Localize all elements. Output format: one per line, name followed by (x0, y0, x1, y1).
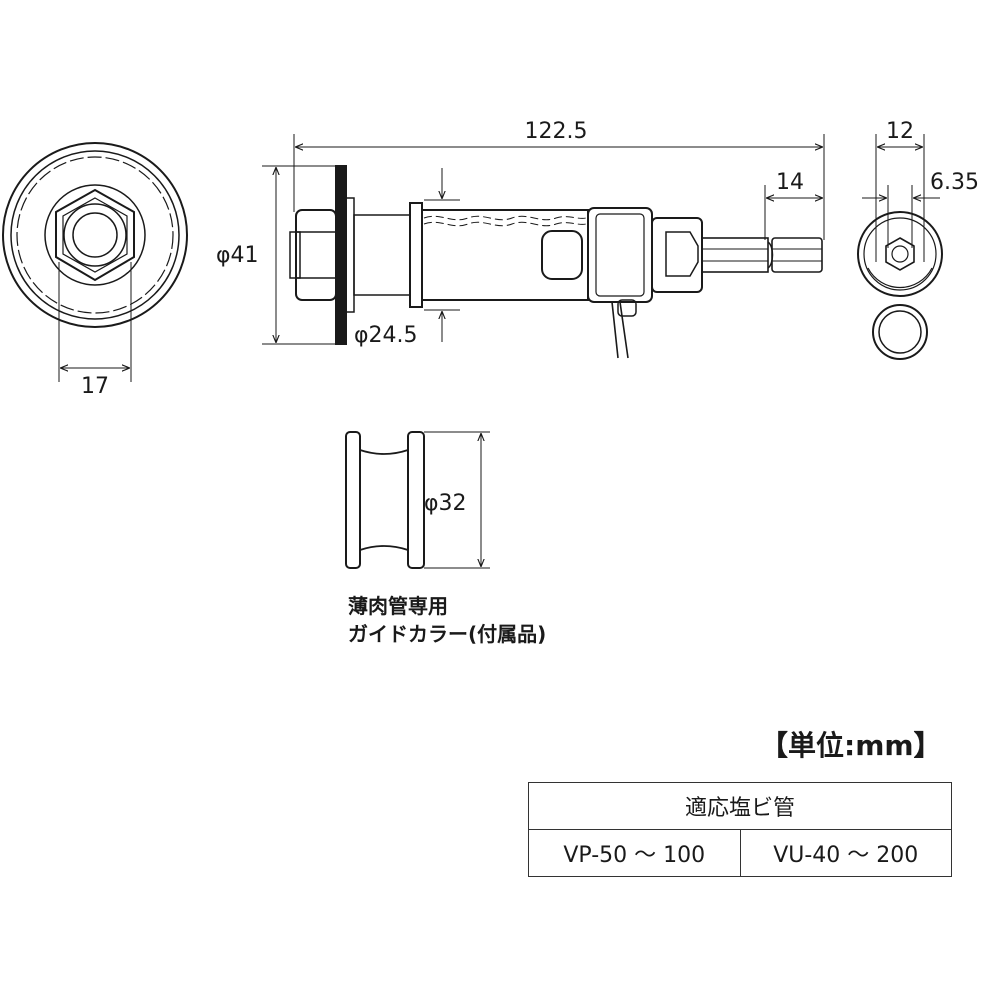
collar-label-line1: 薄肉管専用 (348, 594, 448, 618)
table-cell-vp: VP-50 ～ 100 (528, 829, 741, 877)
body-diameter-label: φ24.5 (354, 323, 418, 348)
shank-length-label: 14 (776, 170, 804, 195)
table-row: VP-50 ～ 100 VU-40 ～ 200 (528, 829, 952, 877)
overall-length-label: 122.5 (525, 119, 588, 144)
table-row: 適応塩ビ管 (528, 782, 952, 830)
nut-width-label: 17 (81, 374, 109, 399)
table-header: 適応塩ビ管 (528, 782, 952, 830)
collar-label-line2: ガイドカラー(付属品) (348, 622, 547, 646)
applicable-pipe-table: 適応塩ビ管 VP-50 ～ 100 VU-40 ～ 200 (528, 782, 952, 877)
unit-label: 【単位:mm】 (760, 729, 942, 762)
side-view (262, 134, 825, 359)
collar-diameter-label: φ32 (424, 491, 467, 516)
guide-collar-drawing (345, 431, 490, 569)
hex-size-label: 6.35 (930, 170, 979, 195)
front-view (2, 142, 188, 382)
end-view (857, 134, 943, 360)
hex-width-label: 12 (886, 119, 914, 144)
table-cell-vu: VU-40 ～ 200 (739, 829, 952, 877)
flange-diameter-label: φ41 (216, 243, 259, 268)
